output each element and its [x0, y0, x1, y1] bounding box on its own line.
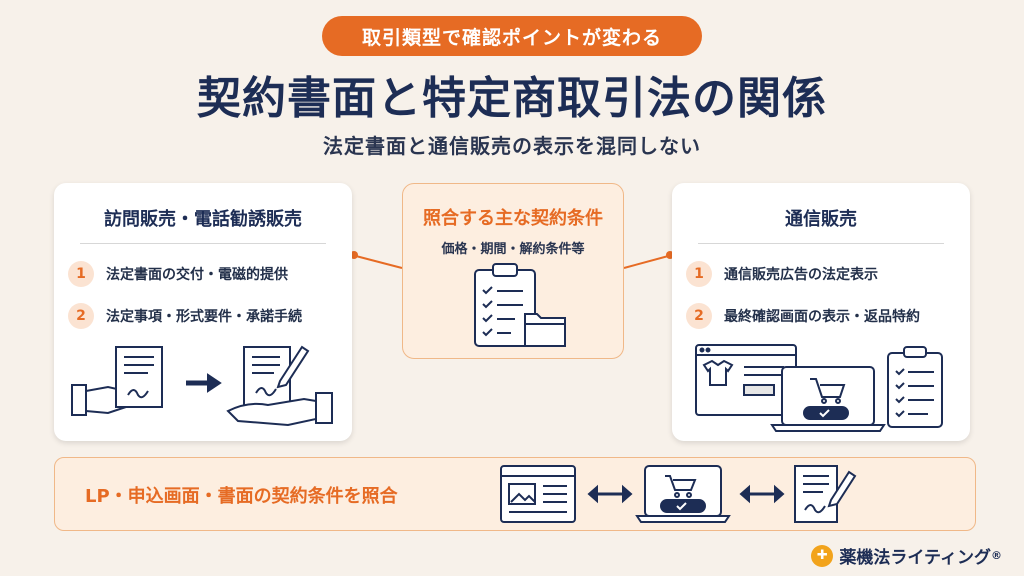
brand-mark-icon: ✚ — [811, 544, 834, 567]
item-label: 最終確認画面の表示・返品特約 — [724, 309, 920, 325]
item-label: 通信販売広告の法定表示 — [724, 267, 878, 283]
card-heading: 照合する主な契約条件 — [423, 208, 603, 229]
door-to-door-sales-card: 訪問販売・電話勧誘販売 1 法定書面の交付・電磁的提供 2 法定事項・形式要件・… — [54, 183, 352, 441]
web-shop-illustration — [695, 344, 943, 432]
item-label: 法定事項・形式要件・承諾手続 — [106, 309, 302, 325]
number-badge: 2 — [686, 303, 712, 329]
number-badge: 2 — [68, 303, 94, 329]
topic-badge: 取引類型で確認ポイントが変わる — [322, 16, 702, 56]
page-title: 契約書面と特定商取引法の関係 — [197, 73, 827, 124]
number-badge: 1 — [68, 261, 94, 287]
divider — [80, 243, 326, 244]
list-item: 2 最終確認画面の表示・返品特約 — [686, 303, 920, 329]
registered-mark: ® — [991, 549, 1002, 562]
clipboard-checklist-icon — [474, 263, 566, 347]
verification-bar: LP・申込画面・書面の契約条件を照合 — [54, 457, 976, 531]
card-heading: 通信販売 — [785, 209, 857, 230]
document-handover-illustration — [71, 345, 333, 427]
brand-name: 薬機法ライティング — [839, 548, 991, 568]
card-heading: 訪問販売・電話勧誘販売 — [104, 209, 302, 230]
mail-order-sales-card: 通信販売 1 通信販売広告の法定表示 2 最終確認画面の表示・返品特約 — [672, 183, 970, 441]
page-subtitle: 法定書面と通信販売の表示を混同しない — [323, 134, 701, 158]
verification-text: LP・申込画面・書面の契約条件を照合 — [85, 486, 398, 507]
list-item: 1 法定書面の交付・電磁的提供 — [68, 261, 288, 287]
list-item: 1 通信販売広告の法定表示 — [686, 261, 878, 287]
item-label: 法定書面の交付・電磁的提供 — [106, 267, 288, 283]
number-badge: 1 — [686, 261, 712, 287]
list-item: 2 法定事項・形式要件・承諾手続 — [68, 303, 302, 329]
contract-conditions-card: 照合する主な契約条件 価格・期間・解約条件等 — [402, 183, 624, 359]
card-subheading: 価格・期間・解約条件等 — [441, 242, 585, 257]
brand-logo: ✚ 薬機法ライティング ® — [811, 543, 1002, 568]
divider — [698, 243, 944, 244]
verification-flow-illustration — [500, 465, 857, 523]
